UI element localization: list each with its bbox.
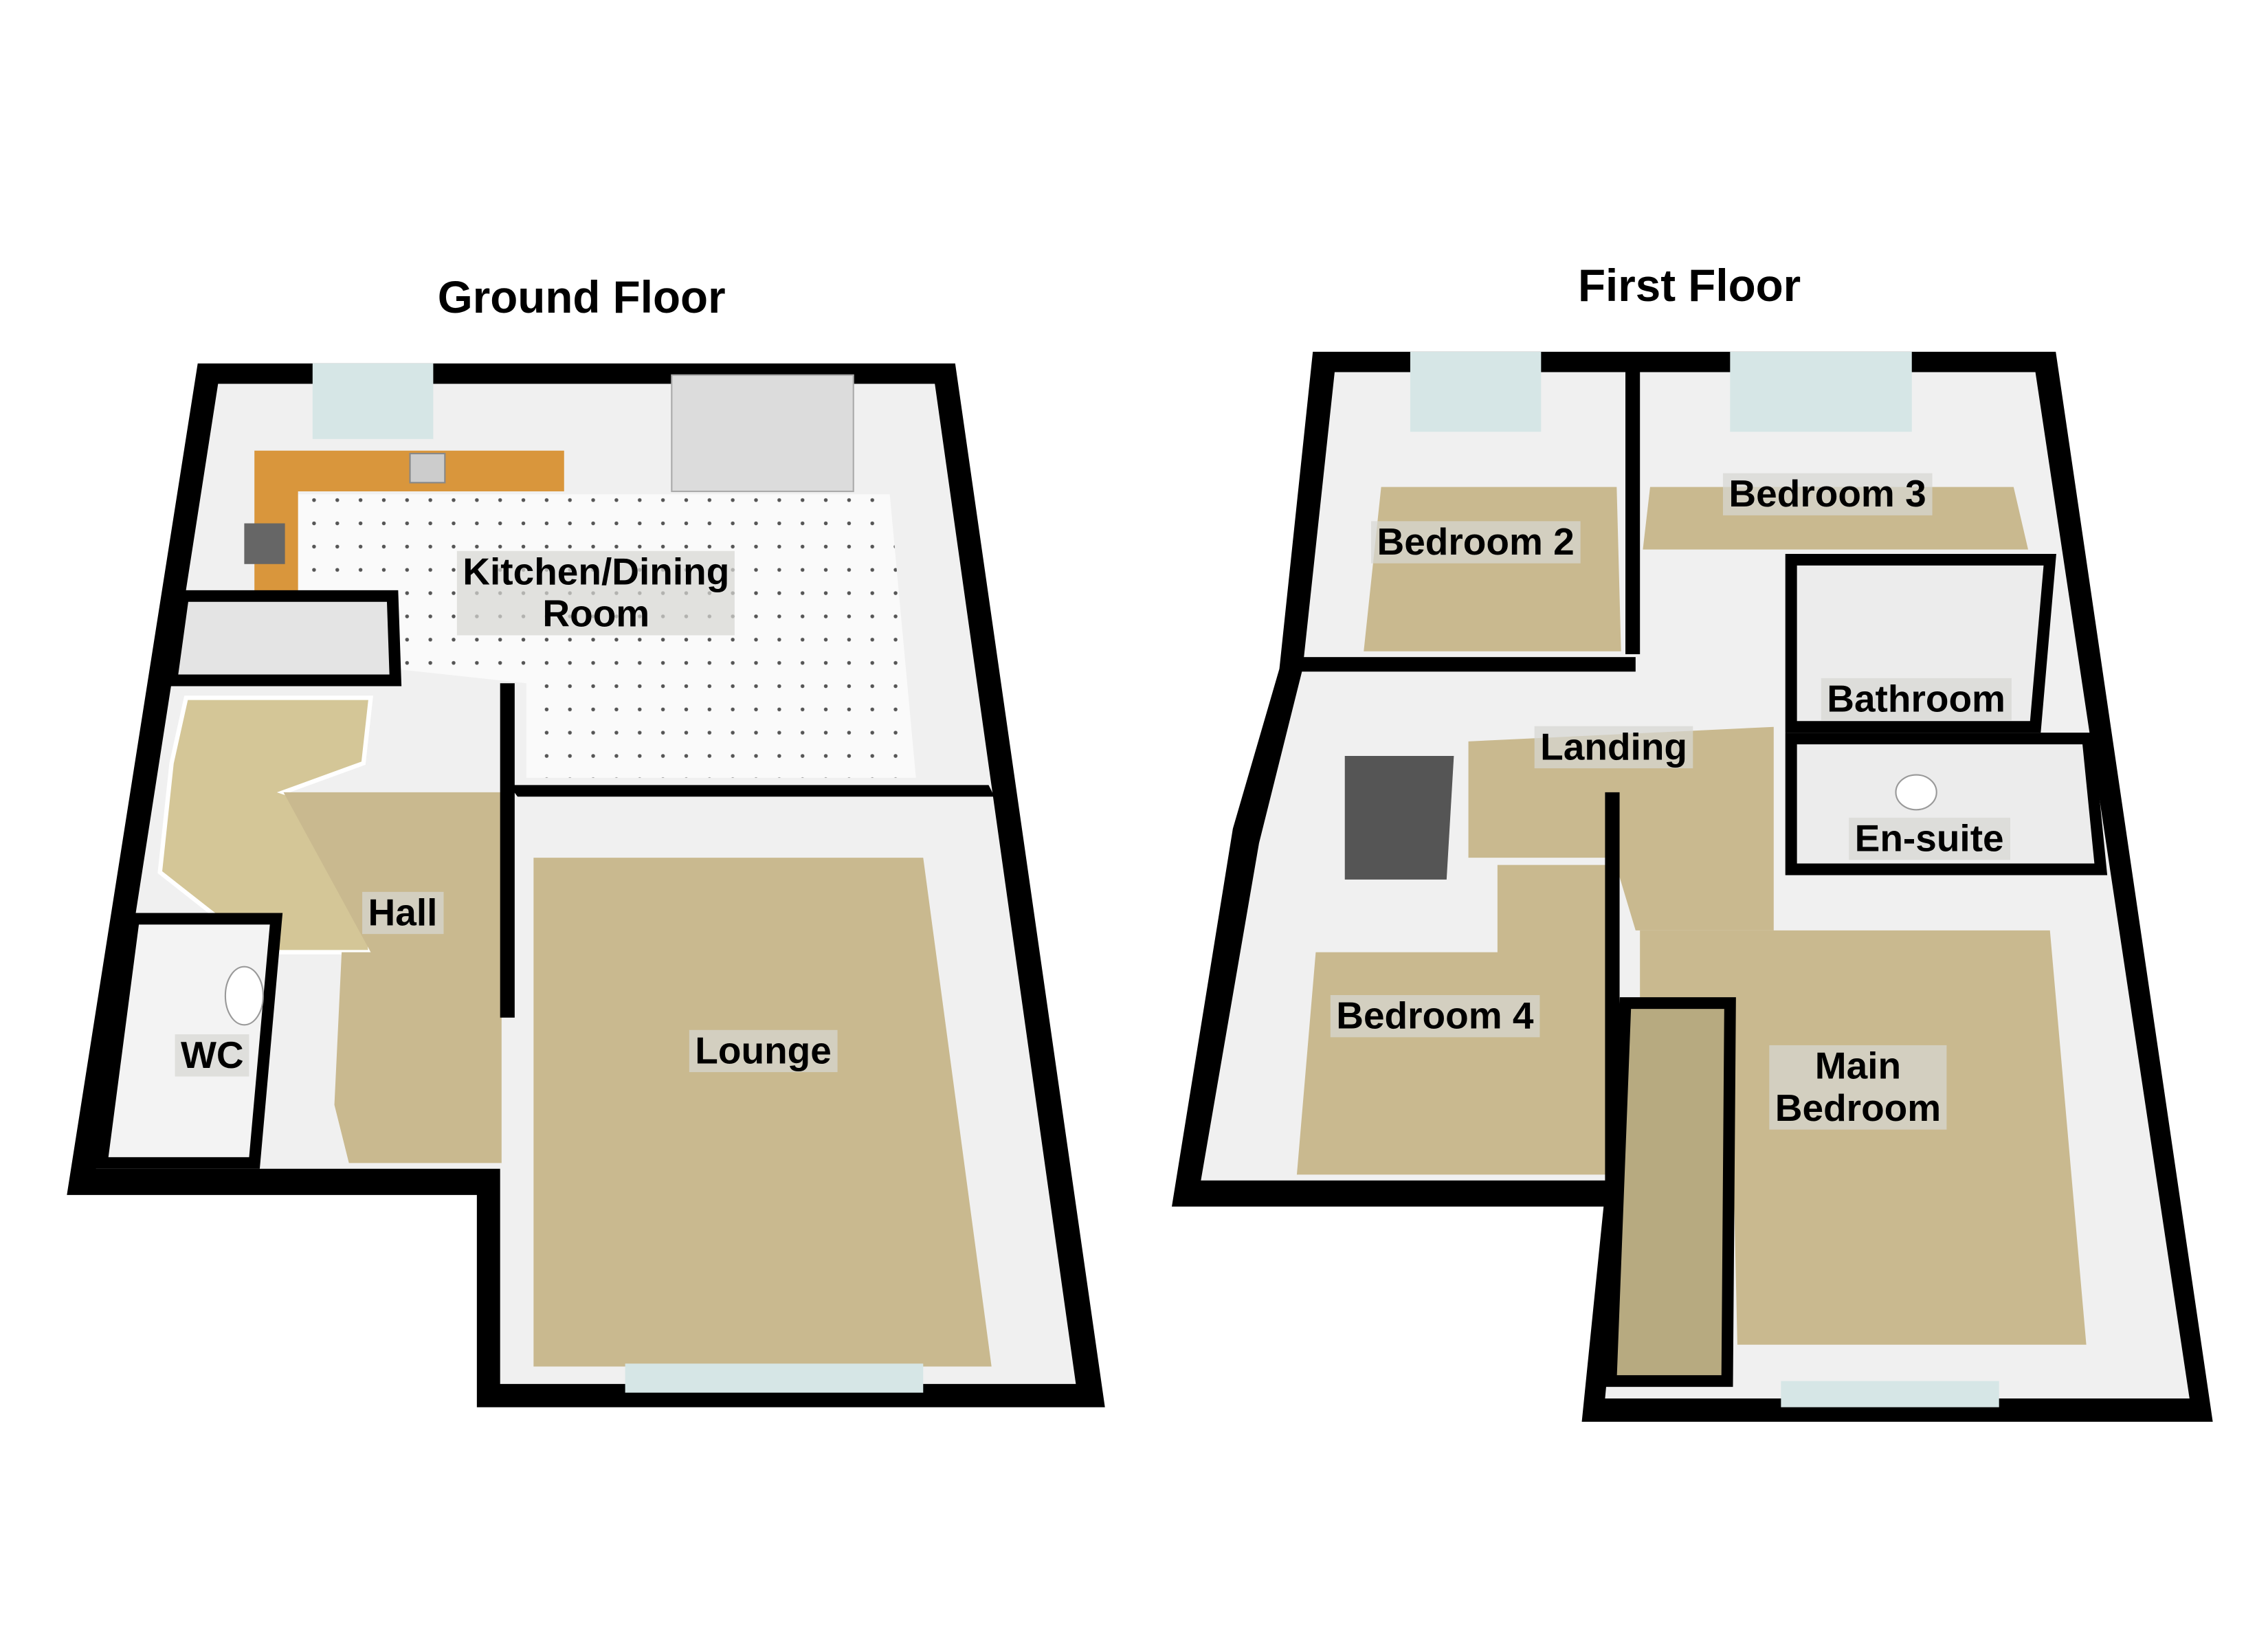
- landing-floor: [1468, 726, 1774, 930]
- room-label-hall: Hall: [362, 891, 443, 935]
- lounge-floor: [533, 858, 992, 1367]
- room-label-landing: Landing: [1534, 726, 1693, 768]
- room-label-main-bedroom: Main Bedroom: [1769, 1043, 1947, 1130]
- kitchen-window: [312, 363, 434, 439]
- hall-lounge-wall: [500, 683, 515, 1018]
- room-label-kitchen-dining: Kitchen/Dining Room: [456, 549, 735, 636]
- main-bedroom-label-line2: Bedroom: [1775, 1086, 1942, 1130]
- patio-door: [671, 374, 854, 493]
- first-landing-wall: [1287, 657, 1636, 672]
- lounge-window: [625, 1363, 924, 1393]
- room-label-en-suite: En-suite: [1849, 817, 2010, 860]
- hob: [244, 523, 285, 564]
- main-bedroom-label-line1: Main: [1814, 1043, 1902, 1088]
- room-label-lounge: Lounge: [689, 1029, 838, 1073]
- room-label-wc: WC: [175, 1034, 250, 1077]
- cupboard: [1344, 756, 1454, 880]
- room-label-bedroom-4: Bedroom 4: [1330, 994, 1540, 1038]
- main-bedroom-window: [1781, 1381, 1999, 1407]
- kitchen-worktop: [254, 450, 564, 594]
- kitchen-label-line1: Kitchen/Dining: [463, 549, 730, 594]
- bedroom2-window: [1410, 351, 1542, 432]
- main-bedroom-floor: [1640, 930, 2087, 1345]
- toilet: [224, 966, 264, 1026]
- ground-floor-plan: [67, 363, 1105, 1407]
- lounge-wall: [509, 785, 994, 797]
- first-floor-title: First Floor: [1577, 260, 1801, 311]
- ensuite-basin: [1895, 774, 1937, 811]
- room-label-bedroom-3: Bedroom 3: [1722, 473, 1933, 515]
- kitchen-sink: [409, 452, 446, 484]
- room-label-bedroom-2: Bedroom 2: [1371, 520, 1581, 564]
- bed2-bed3-wall: [1625, 363, 1641, 654]
- cupboard-wall: [164, 590, 402, 687]
- wardrobe: [1605, 997, 1736, 1387]
- room-label-bathroom: Bathroom: [1821, 678, 2012, 721]
- first-floor-plan: [1172, 351, 2213, 1422]
- kitchen-floor: [298, 494, 916, 778]
- bedroom3-window: [1730, 351, 1912, 432]
- ground-floor-title: Ground Floor: [437, 271, 726, 323]
- bedroom2-floor: [1364, 487, 1621, 651]
- kitchen-label-line2: Room: [542, 591, 650, 636]
- bed4-main-wall: [1605, 792, 1620, 1185]
- hall-floor: [283, 792, 502, 1163]
